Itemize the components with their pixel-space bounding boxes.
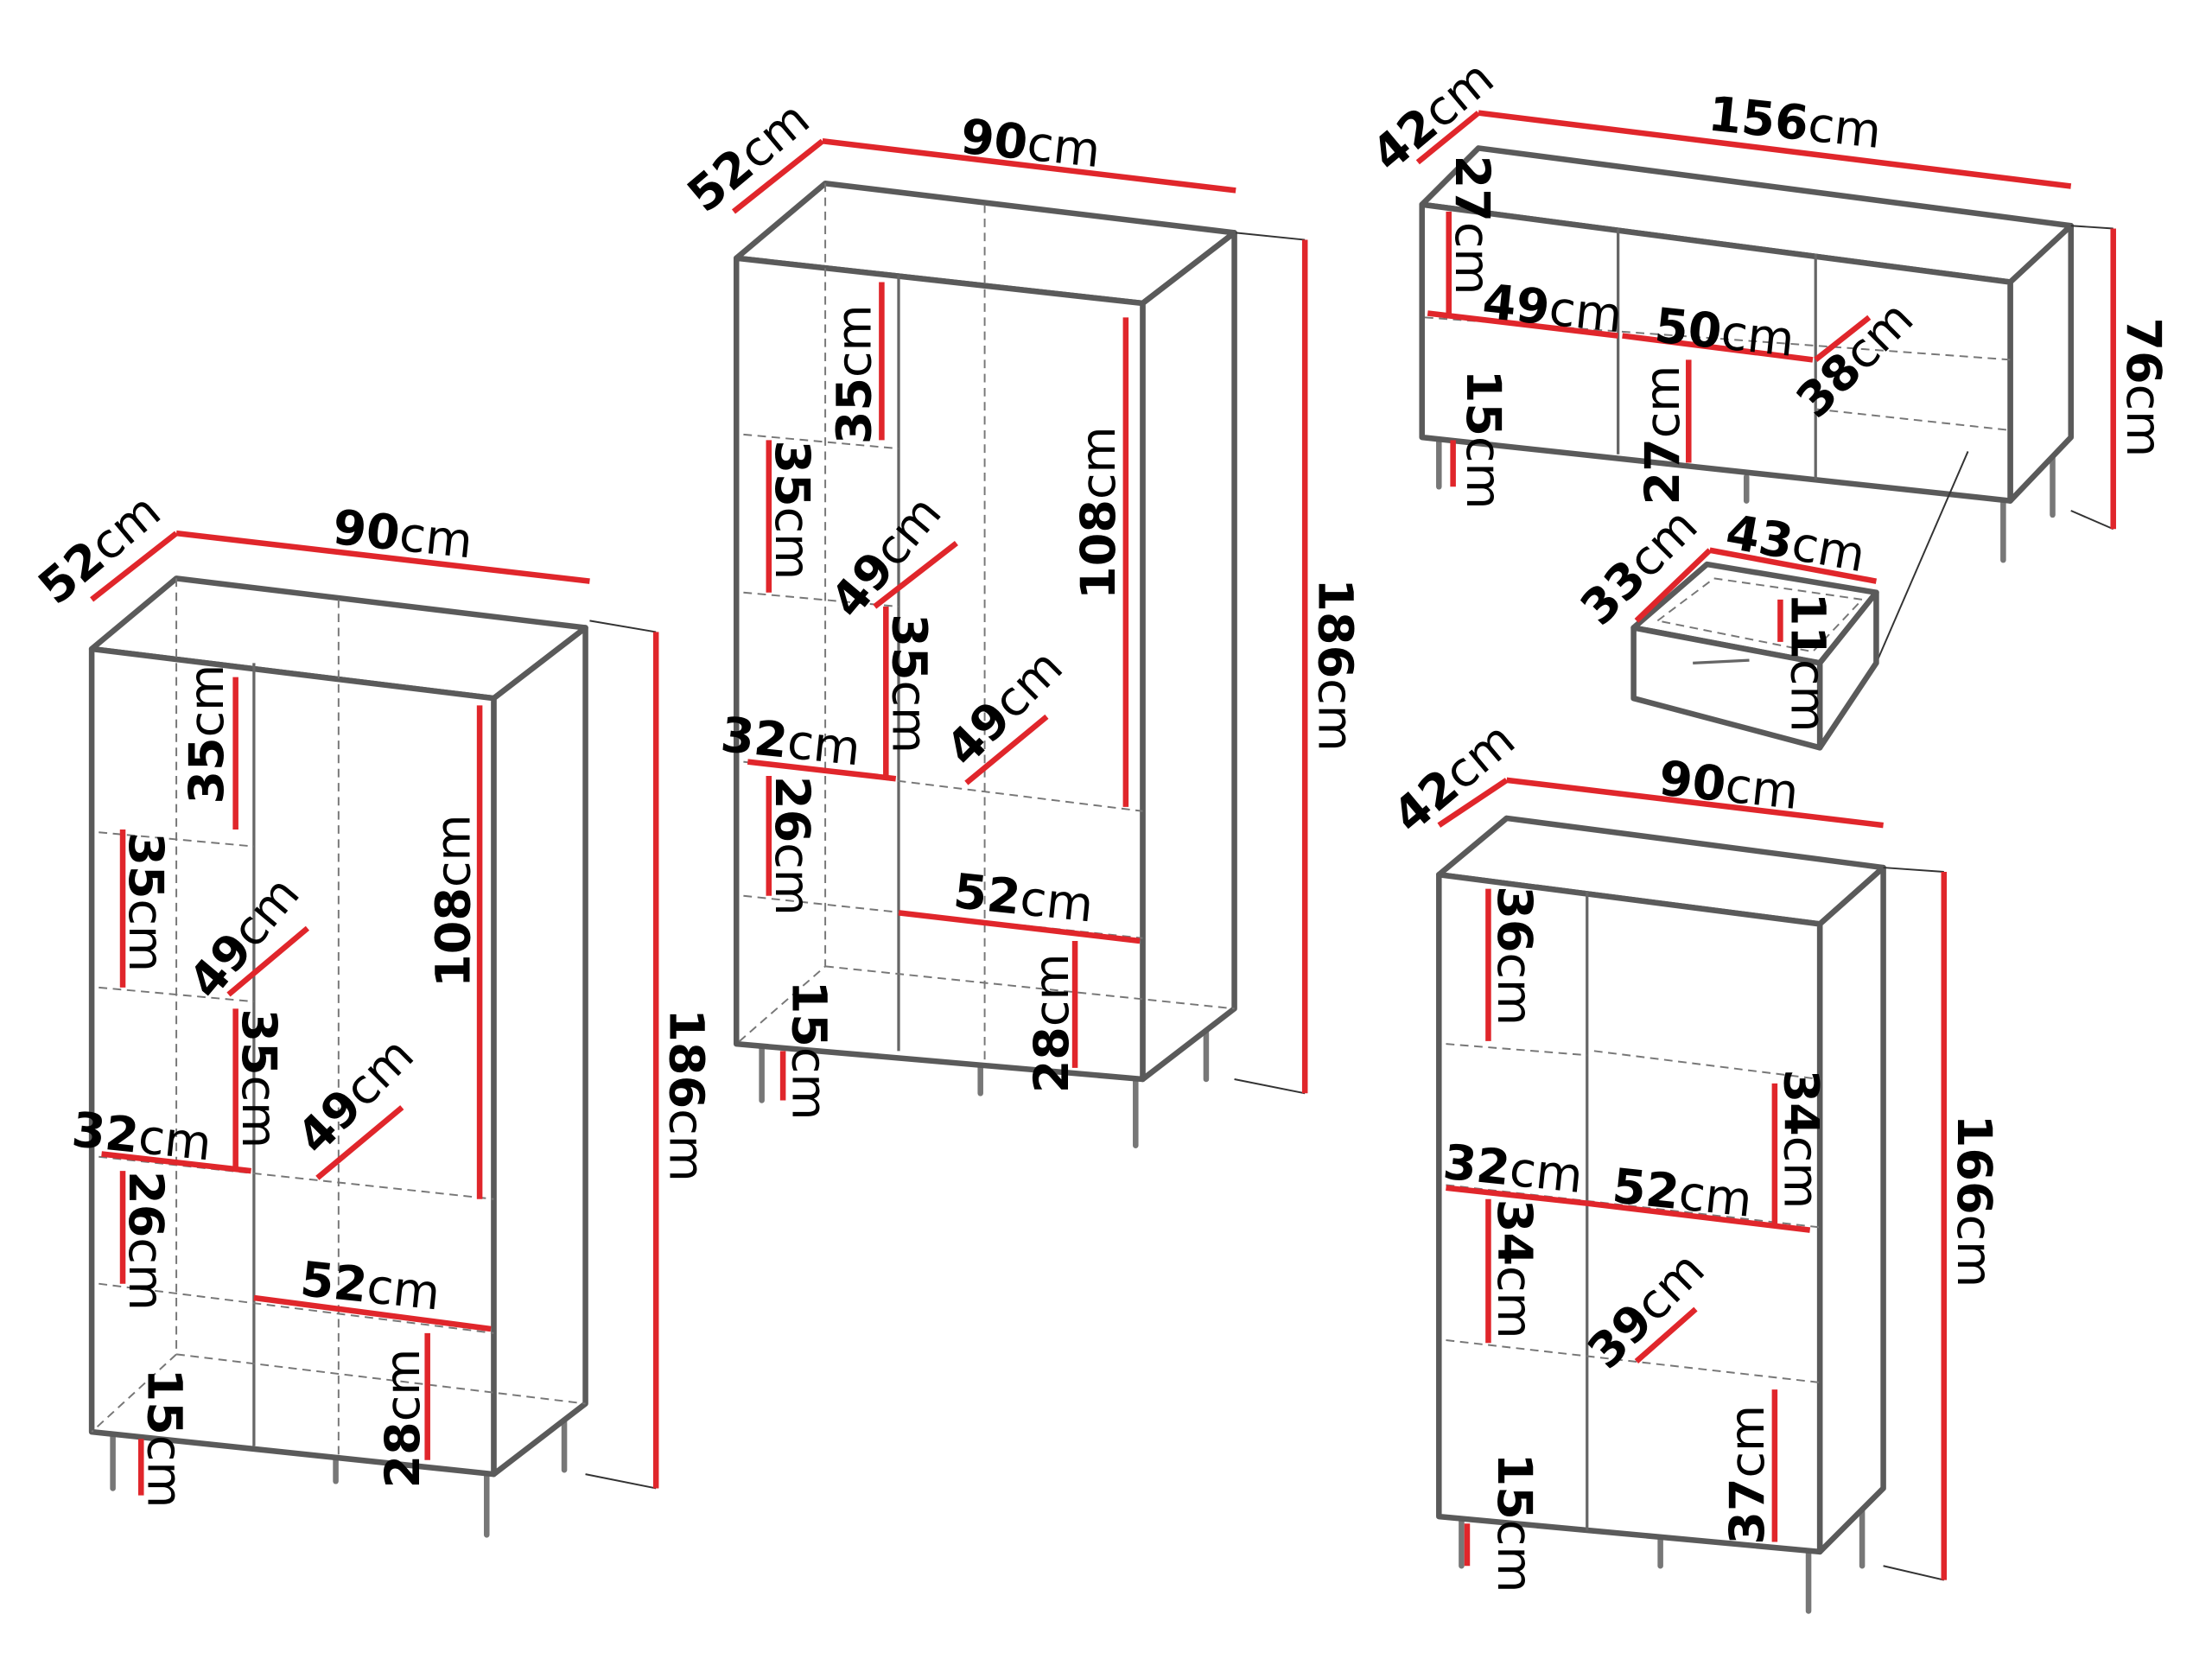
svg-text:27cm: 27cm	[1635, 365, 1691, 505]
svg-text:166cm: 166cm	[1946, 1115, 2002, 1287]
svg-text:49cm: 49cm	[1480, 274, 1625, 345]
svg-text:11cm: 11cm	[1779, 593, 1835, 733]
svg-text:52cm: 52cm	[951, 863, 1096, 934]
svg-text:52cm: 52cm	[298, 1251, 443, 1322]
svg-text:156cm: 156cm	[1706, 86, 1884, 160]
svg-text:15cm: 15cm	[136, 1369, 192, 1509]
svg-text:32cm: 32cm	[69, 1102, 214, 1173]
svg-text:37cm: 37cm	[1719, 1405, 1776, 1545]
svg-text:35cm: 35cm	[179, 664, 235, 804]
svg-text:90cm: 90cm	[330, 499, 475, 570]
svg-text:15cm: 15cm	[781, 981, 837, 1121]
svg-text:36cm: 36cm	[1486, 886, 1542, 1026]
svg-text:76cm: 76cm	[2115, 317, 2171, 457]
wardrobe-middle: 52cm 90cm 186cm 35cm 35cm 49cm 35cm 108c…	[677, 91, 1363, 1148]
svg-text:34cm: 34cm	[1772, 1070, 1828, 1210]
svg-text:90cm: 90cm	[958, 109, 1103, 180]
svg-text:26cm: 26cm	[118, 1171, 174, 1311]
svg-text:28cm: 28cm	[375, 1349, 431, 1489]
svg-text:35cm: 35cm	[118, 832, 174, 972]
svg-text:15cm: 15cm	[1455, 370, 1511, 510]
svg-text:43cm: 43cm	[1722, 504, 1870, 583]
svg-text:52cm: 52cm	[1610, 1158, 1755, 1229]
svg-text:35cm: 35cm	[231, 1008, 287, 1148]
sideboard: 42cm 156cm 76cm 27cm 49cm 50cm 38cm 15cm…	[1361, 50, 2171, 664]
svg-text:15cm: 15cm	[1486, 1453, 1542, 1593]
svg-text:186cm: 186cm	[1307, 578, 1363, 751]
svg-text:28cm: 28cm	[1024, 953, 1080, 1093]
svg-text:34cm: 34cm	[1486, 1199, 1542, 1339]
svg-text:26cm: 26cm	[764, 776, 820, 916]
svg-text:90cm: 90cm	[1656, 750, 1802, 821]
svg-text:35cm: 35cm	[764, 440, 820, 580]
svg-text:108cm: 108cm	[1071, 426, 1127, 599]
svg-text:186cm: 186cm	[658, 1008, 715, 1181]
drawer-detail: 33cm 43cm 11cm	[1570, 498, 1879, 751]
svg-text:27cm: 27cm	[1444, 156, 1500, 296]
svg-text:35cm: 35cm	[826, 304, 882, 444]
height-value: 186	[658, 1008, 715, 1109]
svg-text:32cm: 32cm	[718, 707, 863, 778]
width-value: 90	[330, 499, 403, 563]
vitrine: 42cm 90cm 166cm 36cm 34cm 32cm 52cm 34cm…	[1382, 711, 2002, 1614]
svg-text:50cm: 50cm	[1652, 297, 1797, 368]
svg-text:35cm: 35cm	[880, 613, 937, 753]
svg-text:108cm: 108cm	[426, 814, 482, 987]
wardrobe-left: 52cm 90cm 186cm 35cm 35cm 49cm 35cm 108c…	[29, 483, 715, 1538]
svg-text:32cm: 32cm	[1440, 1135, 1586, 1205]
